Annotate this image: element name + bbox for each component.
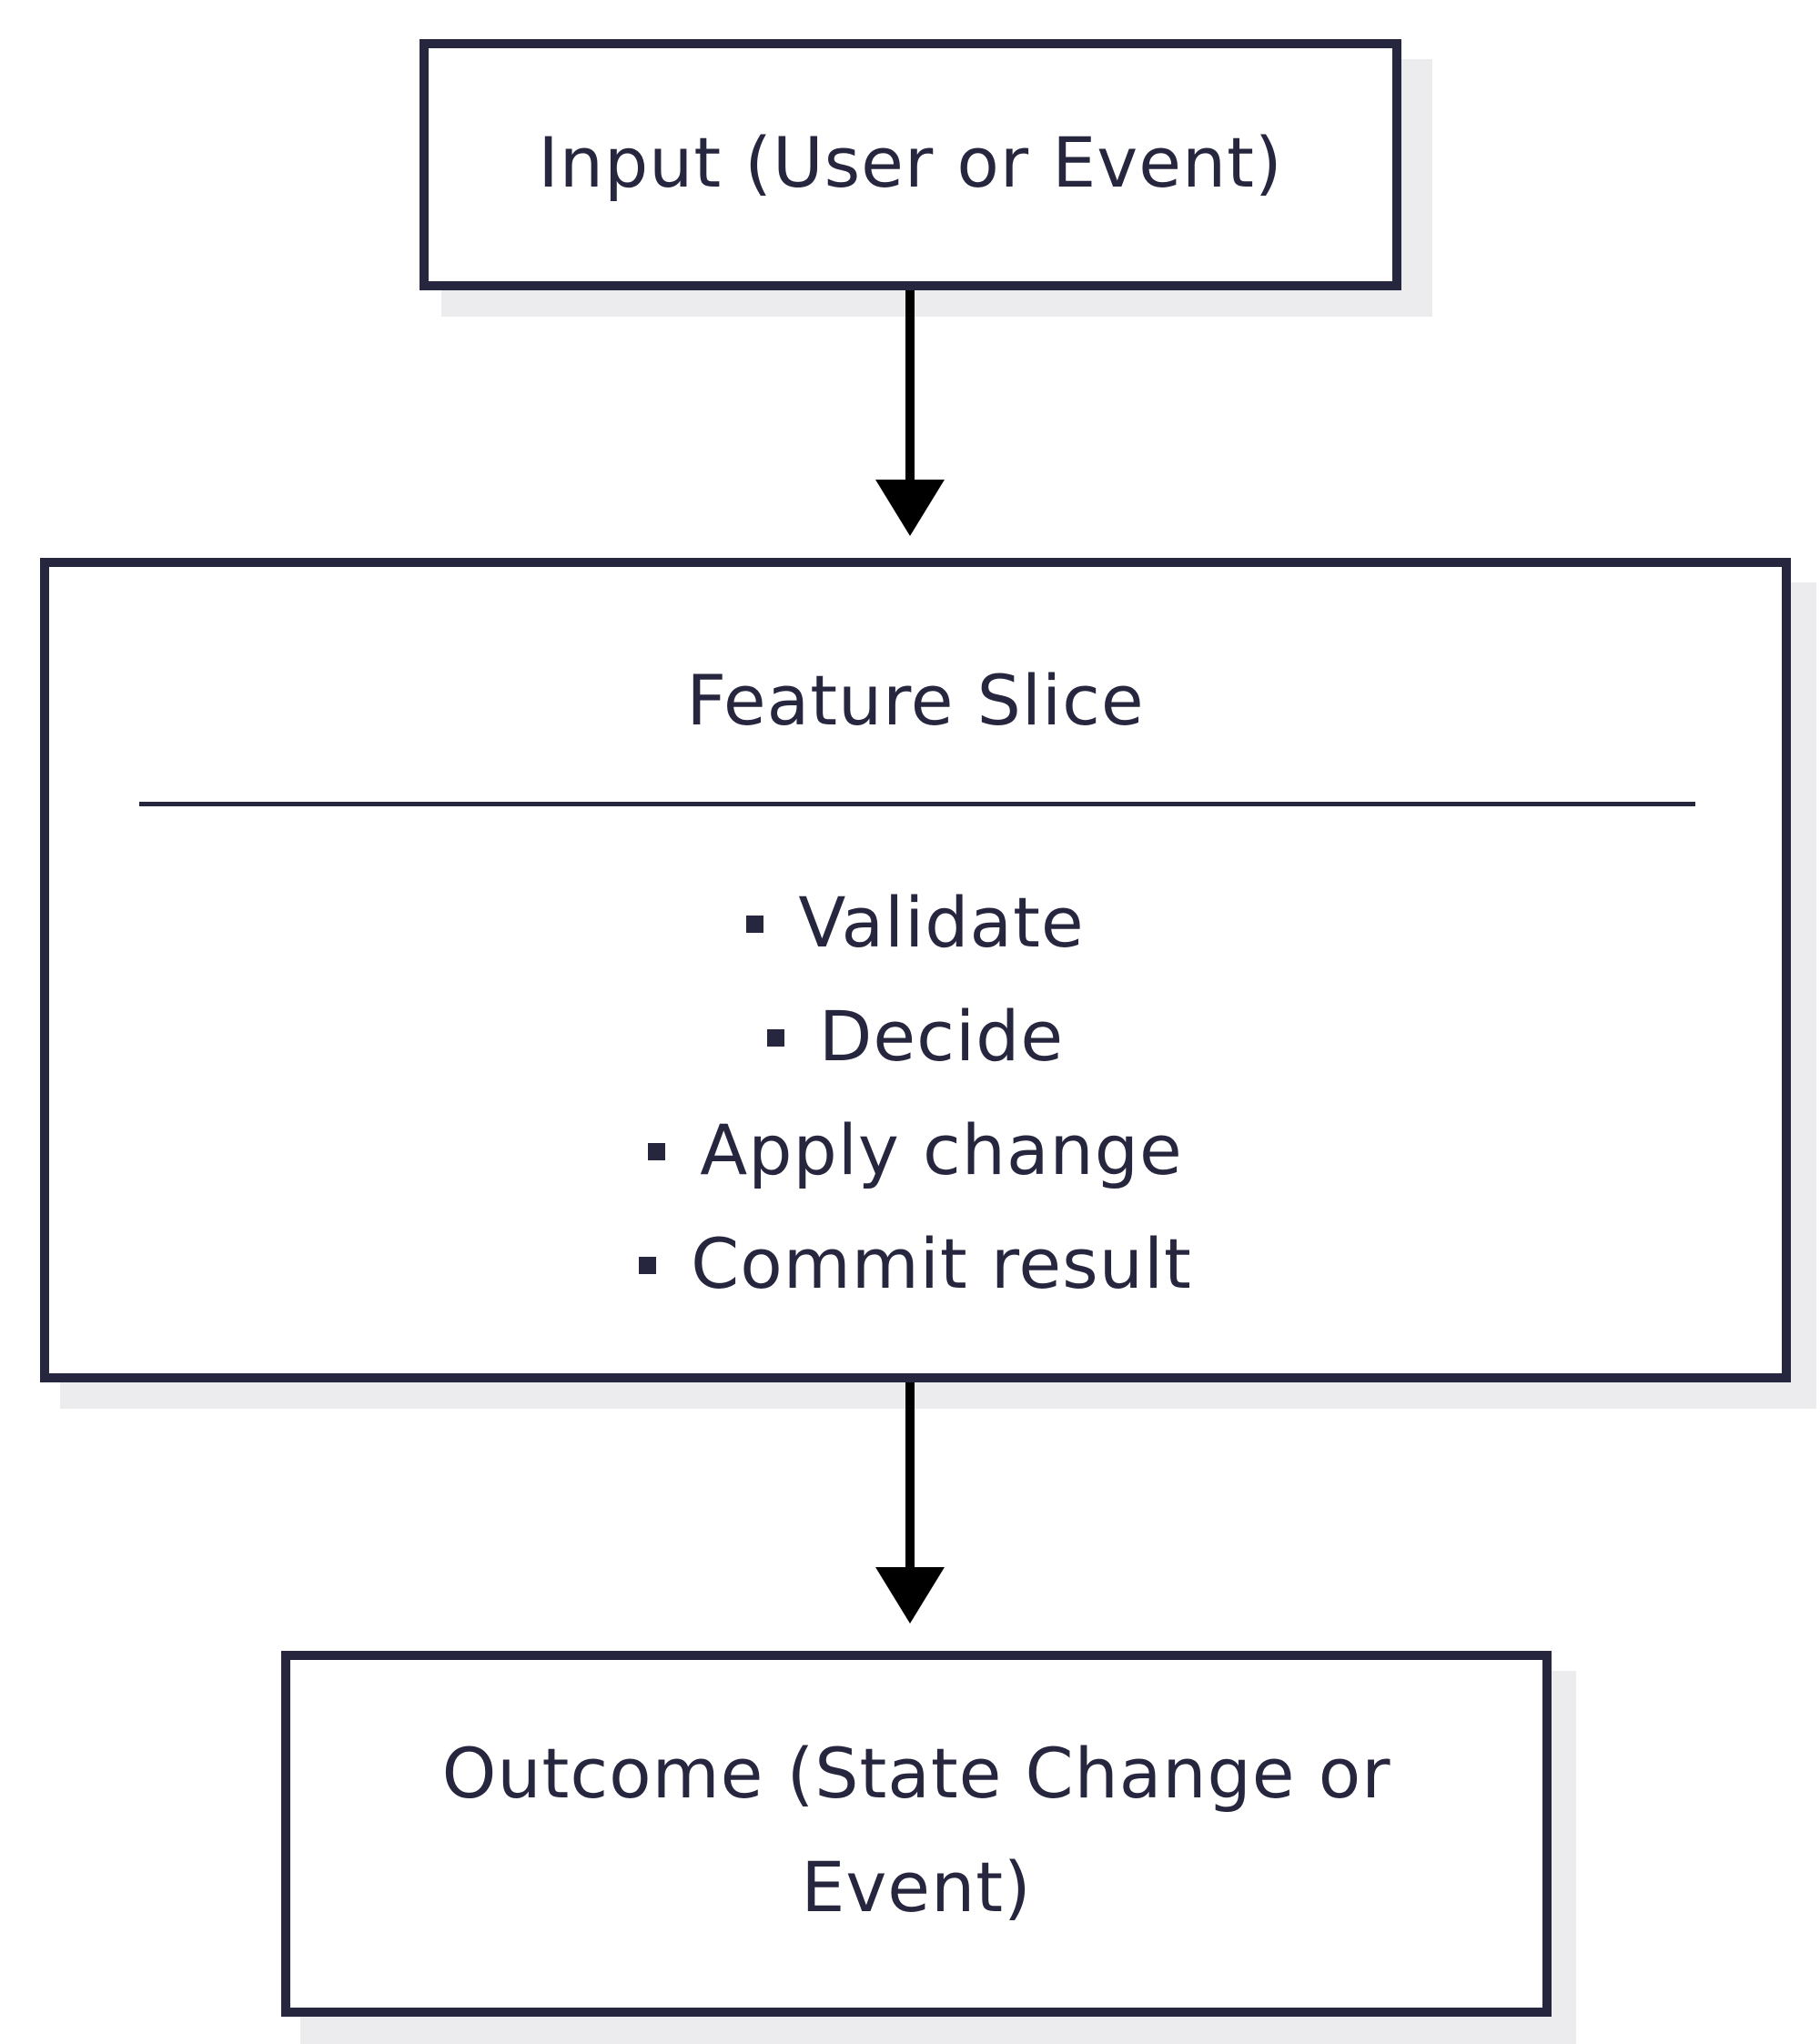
feature-slice-title: Feature Slice — [686, 660, 1145, 741]
outcome-node: Outcome (State Change or Event) — [281, 1651, 1552, 2017]
input-node: Input (User or Event) — [420, 39, 1401, 290]
feature-slice-item-label: Decide — [818, 996, 1065, 1077]
square-bullet-icon — [648, 1142, 666, 1160]
feature-slice-item: Commit result — [49, 1207, 1782, 1321]
square-bullet-icon — [746, 915, 764, 933]
feature-slice-item-label: Validate — [798, 882, 1085, 963]
feature-slice-item-label: Apply change — [700, 1109, 1183, 1190]
square-bullet-icon — [766, 1028, 784, 1047]
arrowhead-down-icon — [875, 480, 945, 536]
input-node-label: Input (User or Event) — [538, 122, 1283, 203]
square-bullet-icon — [639, 1256, 657, 1274]
feature-slice-item: Validate — [49, 865, 1782, 979]
feature-slice-divider — [139, 802, 1695, 806]
feature-slice-item: Decide — [49, 979, 1782, 1093]
feature-slice-item: Apply change — [49, 1093, 1782, 1207]
edge-input-to-feature-slice — [875, 290, 945, 536]
feature-slice-item-list: Validate Decide Apply change Commit resu… — [49, 865, 1782, 1321]
feature-slice-node: Feature Slice Validate Decide Apply chan… — [40, 558, 1791, 1382]
arrowhead-down-icon — [875, 1567, 945, 1624]
outcome-node-label: Outcome (State Change or Event) — [441, 1733, 1391, 1928]
edge-feature-slice-to-outcome — [875, 1382, 945, 1624]
feature-slice-item-label: Commit result — [691, 1223, 1192, 1304]
